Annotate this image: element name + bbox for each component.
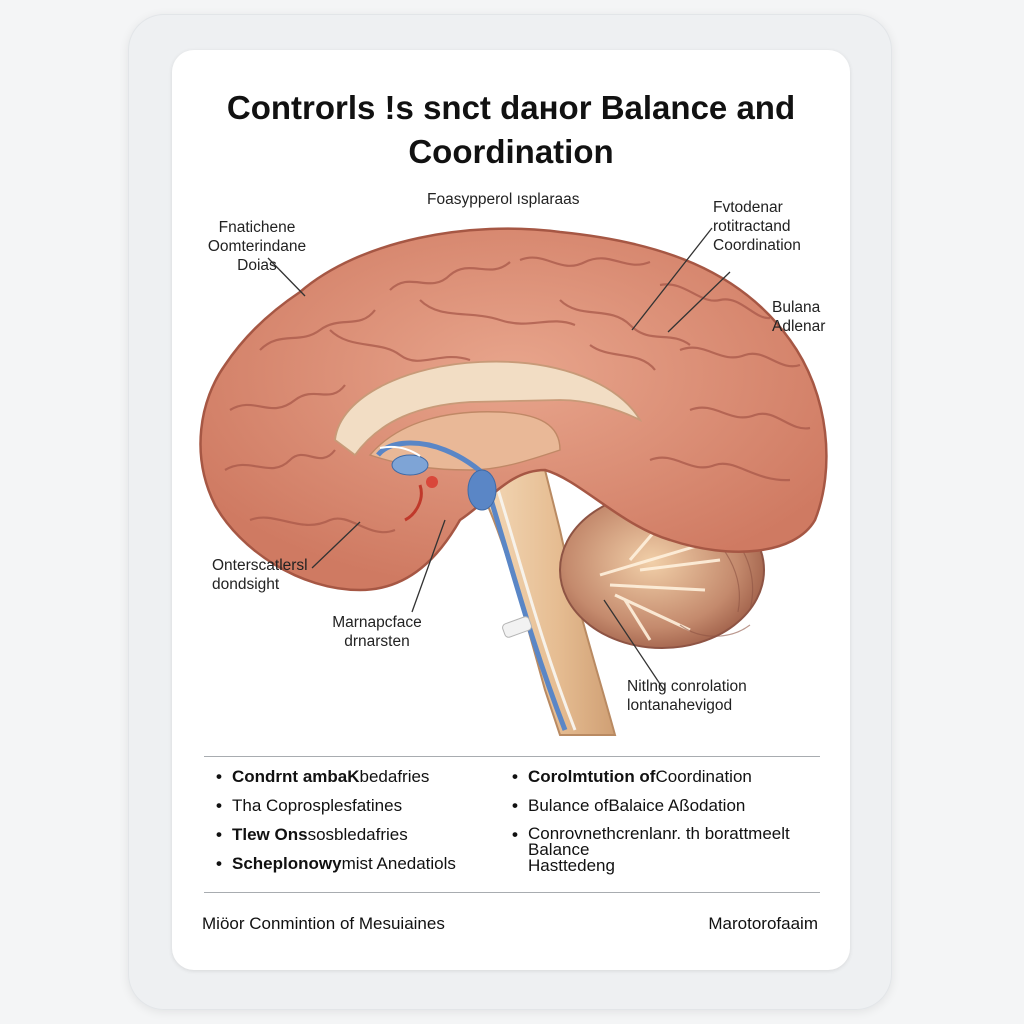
diagram-title: Controrls !s snct dанor Balance and Coor… <box>226 89 796 170</box>
footer-left: Miöor Conmintion of Mesuiaines <box>202 914 445 933</box>
label-top-left: Fnatichene Oomterindane Doias <box>207 219 307 274</box>
brain-illustration <box>199 227 828 736</box>
label-top-right: Fvtodenar rotitractand Coordination <box>713 199 801 254</box>
label-top-center: Foasypperol ısplaraas <box>427 191 580 208</box>
legend-divider-top <box>204 756 820 757</box>
legend-item: •Conrovnethcrenlanr. th borattmeelt Bala… <box>512 824 790 875</box>
label-right: Bulana Adlenar <box>772 299 826 335</box>
label-mid-left: Onterscatlersl dondsight <box>212 557 308 593</box>
corpus-callosum <box>334 360 643 457</box>
label-bottom-right: Nitlng conrolation lontanahevigod <box>627 678 747 714</box>
legend-item: •Corolmtution of Coordination <box>512 767 752 786</box>
legend-divider-bottom <box>204 892 820 893</box>
legend-item: •Bulance ofBalaice Aßodation <box>512 796 746 815</box>
footer-right: Marotorofaaim <box>708 914 818 933</box>
cerebrum-cortex <box>199 227 828 592</box>
legend-item: •Tha Coprosplesfatines <box>216 796 403 815</box>
legend-right: •Corolmtution of Coordination •Bulance o… <box>512 762 790 874</box>
label-mid-center: Marnapcface drnarsten <box>332 614 422 650</box>
diagram-card: Controrls !s snct dанor Balance and Coor… <box>172 50 850 970</box>
